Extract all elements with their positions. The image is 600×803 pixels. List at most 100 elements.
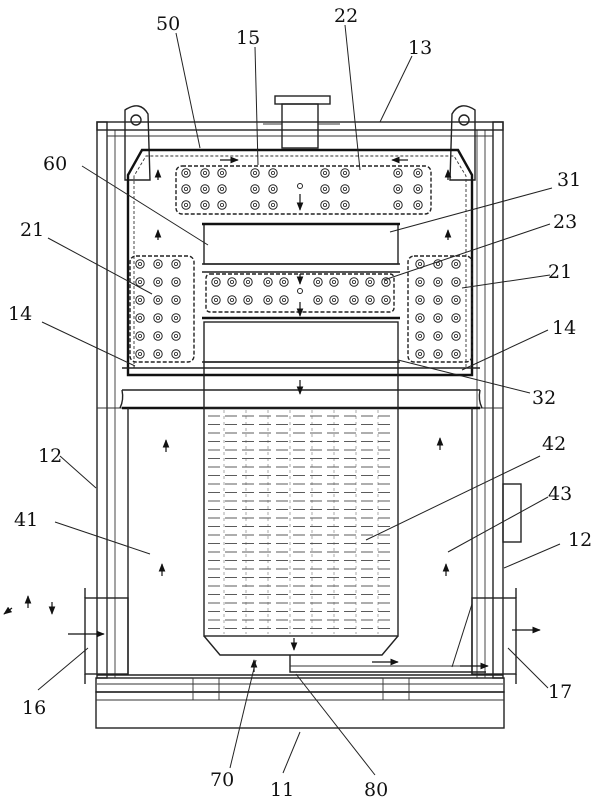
- tube-hole-icon: [453, 315, 458, 320]
- label-31: 31: [557, 169, 581, 191]
- tube-hole-icon: [155, 297, 160, 302]
- tube-hole-icon: [320, 184, 330, 194]
- tube-hole-icon: [313, 277, 323, 287]
- tube-hole-icon: [435, 279, 440, 284]
- right-side-box: [502, 483, 522, 543]
- tube-hole-icon: [252, 202, 257, 207]
- tube-hole-icon: [340, 184, 350, 194]
- label-15: 15: [236, 27, 260, 49]
- tube-hole-icon: [453, 333, 458, 338]
- tube-hole-icon: [135, 259, 145, 269]
- tube-hole-icon: [415, 295, 425, 305]
- side-tube-plates: [129, 255, 473, 363]
- label-14-right: 14: [552, 317, 576, 339]
- lifting-lug-icon: [124, 105, 476, 181]
- tube-hole-icon: [171, 295, 181, 305]
- tube-hole-icon: [243, 277, 253, 287]
- tube-hole-icon: [173, 297, 178, 302]
- tube-hole-icon: [137, 351, 142, 356]
- tube-hole-icon: [415, 170, 420, 175]
- tube-hole-icon: [451, 295, 461, 305]
- tube-hole-icon: [263, 277, 273, 287]
- drain-line: [289, 655, 486, 673]
- tube-hole-icon: [171, 313, 181, 323]
- tube-hole-icon: [202, 202, 207, 207]
- tube-hole-icon: [435, 261, 440, 266]
- inlet-pipe: [84, 588, 129, 684]
- label-13: 13: [408, 37, 432, 59]
- tube-hole-icon: [153, 295, 163, 305]
- tube-hole-icon: [453, 297, 458, 302]
- tube-hole-icon: [331, 297, 336, 302]
- tube-hole-icon: [433, 313, 443, 323]
- tube-hole-icon: [183, 186, 188, 191]
- tube-hole-icon: [171, 331, 181, 341]
- tube-hole-icon: [171, 259, 181, 269]
- tube-hole-icon: [250, 184, 260, 194]
- tube-hole-icon: [202, 170, 207, 175]
- tube-hole-icon: [453, 261, 458, 266]
- tube-hole-icon: [315, 297, 320, 302]
- label-80: 80: [364, 779, 388, 801]
- tube-hole-icon: [155, 315, 160, 320]
- tube-hole-icon: [351, 297, 356, 302]
- tube-hole-icon: [315, 279, 320, 284]
- tube-hole-icon: [279, 295, 289, 305]
- leader-lines: [37, 24, 561, 776]
- top-tube-plate: [175, 165, 432, 215]
- tube-hole-icon: [135, 349, 145, 359]
- tube-hole-icon: [433, 331, 443, 341]
- tube-hole-icon: [340, 200, 350, 210]
- outlet-pipe: [471, 588, 517, 684]
- tube-hole-icon: [453, 279, 458, 284]
- tube-hole-icon: [229, 297, 234, 302]
- tube-hole-icon: [413, 184, 423, 194]
- tube-hole-icon: [417, 297, 422, 302]
- core-fins: [208, 410, 390, 634]
- tube-hole-icon: [137, 279, 142, 284]
- tube-hole-icon: [219, 186, 224, 191]
- tube-hole-icon: [433, 259, 443, 269]
- tube-hole-icon: [135, 313, 145, 323]
- tube-hole-icon: [349, 277, 359, 287]
- tube-hole-icon: [433, 349, 443, 359]
- label-21-right: 21: [548, 261, 572, 283]
- tube-hole-icon: [252, 170, 257, 175]
- tube-hole-icon: [211, 277, 221, 287]
- label-17: 17: [548, 681, 572, 703]
- label-43: 43: [548, 483, 572, 505]
- tube-hole-icon: [381, 277, 391, 287]
- base-frame: [95, 677, 505, 729]
- label-12-left: 12: [38, 445, 62, 467]
- tube-hole-icon: [415, 186, 420, 191]
- tube-hole-icon: [297, 183, 303, 189]
- tube-hole-icon: [297, 288, 303, 294]
- tube-hole-icon: [393, 184, 403, 194]
- top-frame: [96, 121, 504, 137]
- tube-hole-icon: [365, 277, 375, 287]
- tube-hole-icon: [265, 297, 270, 302]
- tube-hole-icon: [320, 168, 330, 178]
- tube-hole-icon: [181, 168, 191, 178]
- tube-hole-icon: [183, 202, 188, 207]
- tube-hole-icon: [381, 295, 391, 305]
- tube-hole-icon: [451, 349, 461, 359]
- tube-hole-icon: [213, 279, 218, 284]
- label-32: 32: [532, 387, 556, 409]
- label-50: 50: [156, 13, 180, 35]
- tube-hole-icon: [202, 186, 207, 191]
- tube-hole-icon: [211, 295, 221, 305]
- tube-hole-icon: [155, 279, 160, 284]
- tube-hole-icon: [171, 277, 181, 287]
- tube-hole-icon: [451, 313, 461, 323]
- tube-hole-icon: [217, 200, 227, 210]
- tube-hole-icon: [219, 202, 224, 207]
- label-12-right: 12: [568, 529, 592, 551]
- tube-hole-icon: [227, 295, 237, 305]
- tube-hole-icon: [181, 168, 423, 210]
- tube-hole-icon: [453, 351, 458, 356]
- flow-arrow-icon: [3, 606, 13, 615]
- tube-hole-icon: [342, 186, 347, 191]
